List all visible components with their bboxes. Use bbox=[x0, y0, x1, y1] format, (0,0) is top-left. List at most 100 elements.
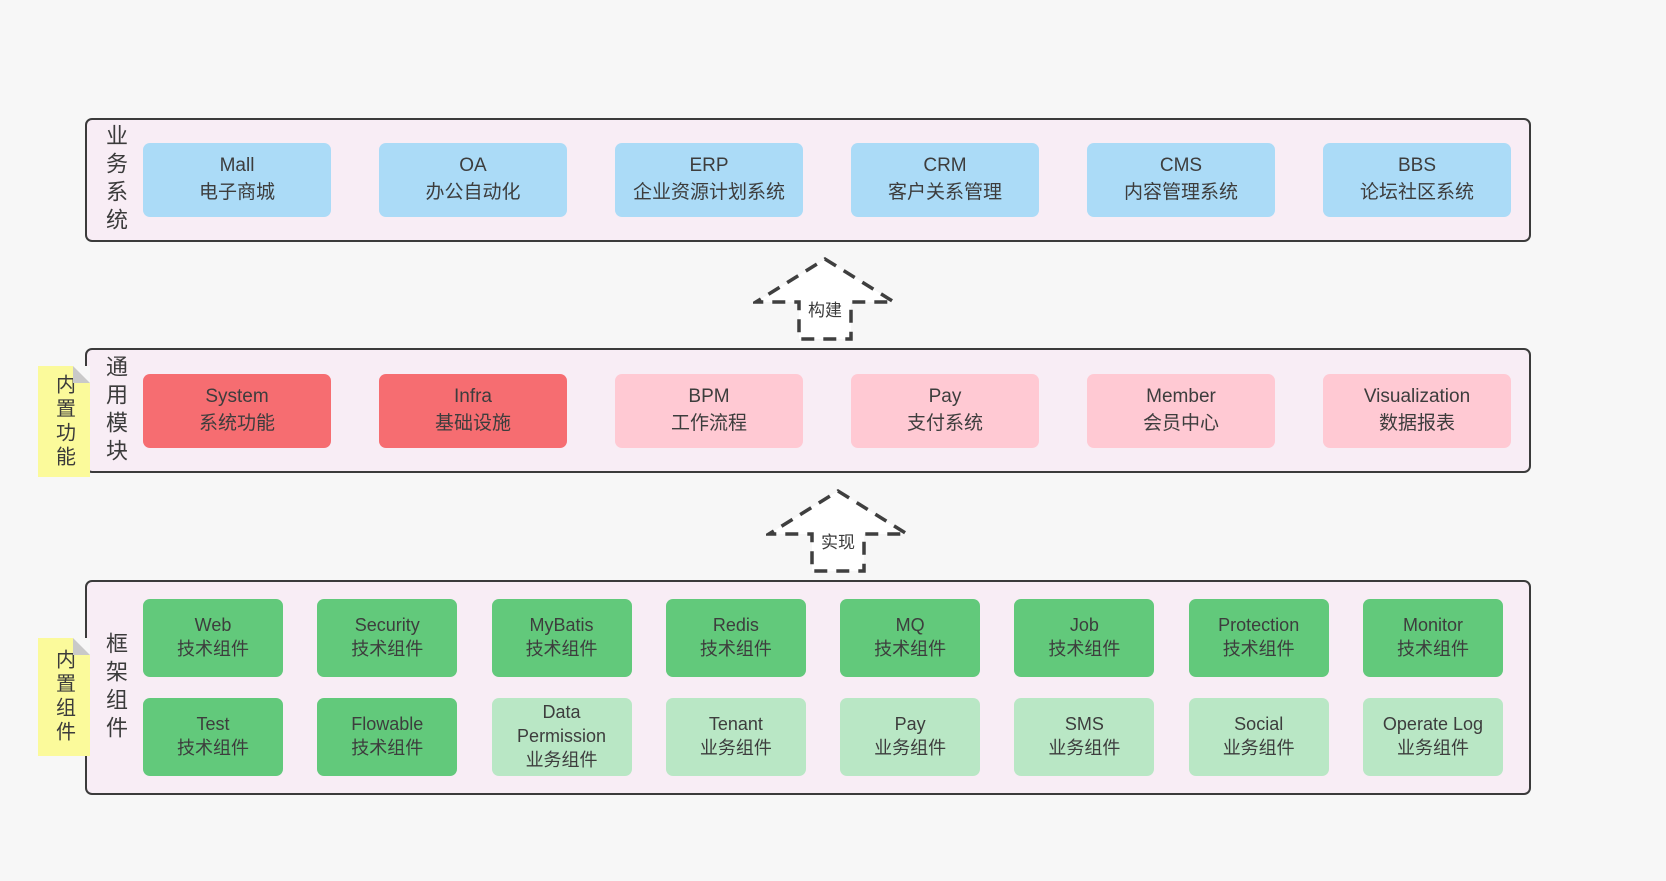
box-title: Infra bbox=[453, 385, 493, 407]
box-subtitle: 客户关系管理 bbox=[887, 182, 1002, 203]
box-protection: Protection 技术组件 bbox=[1188, 599, 1329, 677]
box-subtitle: 技术组件 bbox=[699, 639, 772, 659]
box-title: Visualization bbox=[1363, 385, 1471, 407]
arrow-build: 构建 bbox=[753, 256, 897, 342]
box-security: Security 技术组件 bbox=[317, 599, 458, 677]
band-business-systems: 业务系统 Mall 电子商城 OA 办公自动化 ERP 企业资源计划系统 CRM… bbox=[85, 118, 1531, 242]
box-bbs: BBS 论坛社区系统 bbox=[1323, 143, 1511, 217]
box-subtitle: 论坛社区系统 bbox=[1359, 182, 1474, 203]
box-title: Mall bbox=[219, 155, 255, 177]
box-subtitle: 技术组件 bbox=[525, 639, 598, 659]
box-job: Job 技术组件 bbox=[1014, 599, 1155, 677]
box-subtitle: 技术组件 bbox=[177, 639, 249, 659]
box-title: System bbox=[205, 385, 269, 407]
box-title: ERP bbox=[689, 155, 729, 177]
band-business-systems-label: 业务系统 bbox=[103, 124, 128, 236]
box-web: Web 技术组件 bbox=[143, 599, 283, 677]
framework-components-row-2: Test 技术组件 Flowable 技术组件 Data Permission … bbox=[143, 698, 1503, 776]
band-framework-components-label: 框架组件 bbox=[103, 631, 128, 744]
box-title: Security bbox=[354, 615, 420, 636]
box-subtitle: 业务组件 bbox=[699, 738, 772, 758]
box-cms: CMS 内容管理系统 bbox=[1087, 143, 1275, 217]
box-title: Pay bbox=[894, 714, 926, 735]
box-title: Monitor bbox=[1402, 615, 1463, 636]
box-title: Web bbox=[194, 615, 232, 636]
box-title: Data Permission bbox=[517, 702, 607, 747]
box-oa: OA 办公自动化 bbox=[379, 143, 567, 217]
sticky-label: 内置功能 bbox=[52, 373, 75, 470]
box-subtitle: 业务组件 bbox=[1222, 738, 1295, 758]
box-subtitle: 系统功能 bbox=[198, 412, 275, 434]
box-member: Member 会员中心 bbox=[1087, 373, 1275, 448]
box-monitor: Monitor 技术组件 bbox=[1362, 599, 1503, 677]
box-subtitle: 支付系统 bbox=[906, 412, 983, 434]
box-title: CRM bbox=[923, 155, 967, 177]
box-social: Social 业务组件 bbox=[1188, 698, 1329, 776]
box-title: Social bbox=[1234, 714, 1284, 735]
box-crm: CRM 客户关系管理 bbox=[851, 143, 1039, 217]
business-systems-boxes: Mall 电子商城 OA 办公自动化 ERP 企业资源计划系统 CRM 客户关系… bbox=[143, 120, 1511, 240]
box-subtitle: 技术组件 bbox=[874, 639, 947, 659]
box-mq: MQ 技术组件 bbox=[840, 599, 981, 677]
box-subtitle: 业务组件 bbox=[1048, 738, 1121, 758]
box-subtitle: 办公自动化 bbox=[425, 182, 521, 203]
box-subtitle: 电子商城 bbox=[198, 182, 275, 203]
band-common-modules-label: 通用模块 bbox=[103, 354, 128, 467]
folded-corner-icon bbox=[73, 638, 90, 655]
box-flowable: Flowable 技术组件 bbox=[317, 698, 458, 776]
box-title: MQ bbox=[895, 615, 925, 636]
common-modules-boxes: System 系统功能 Infra 基础设施 BPM 工作流程 Pay 支付系统… bbox=[143, 350, 1511, 471]
box-subtitle: 工作流程 bbox=[670, 412, 747, 434]
band-framework-components: 框架组件 Web 技术组件 Security 技术组件 MyBatis 技术组件… bbox=[85, 580, 1531, 795]
box-mybatis: MyBatis 技术组件 bbox=[491, 599, 632, 677]
arrow-implement: 实现 bbox=[766, 488, 910, 574]
box-subtitle: 数据报表 bbox=[1378, 412, 1455, 434]
box-subtitle: 业务组件 bbox=[874, 738, 947, 758]
box-title: Pay bbox=[928, 385, 962, 407]
framework-components-row-1: Web 技术组件 Security 技术组件 MyBatis 技术组件 Redi… bbox=[143, 599, 1503, 677]
box-subtitle: 技术组件 bbox=[351, 738, 424, 758]
box-pay-module: Pay 支付系统 bbox=[851, 373, 1039, 448]
box-redis: Redis 技术组件 bbox=[665, 599, 806, 677]
box-bpm: BPM 工作流程 bbox=[615, 373, 803, 448]
box-subtitle: 业务组件 bbox=[1396, 738, 1469, 758]
band-common-modules: 通用模块 System 系统功能 Infra 基础设施 BPM 工作流程 Pay… bbox=[85, 348, 1531, 473]
box-title: Member bbox=[1146, 385, 1216, 407]
box-tenant: Tenant 业务组件 bbox=[665, 698, 806, 776]
box-mall: Mall 电子商城 bbox=[143, 143, 331, 217]
box-title: Job bbox=[1069, 615, 1099, 636]
box-title: Test bbox=[196, 714, 230, 735]
box-title: MyBatis bbox=[529, 615, 594, 636]
framework-components-rows: Web 技术组件 Security 技术组件 MyBatis 技术组件 Redi… bbox=[143, 599, 1503, 776]
sticky-builtin-features: 内置功能 bbox=[38, 366, 90, 477]
sticky-label: 内置组件 bbox=[52, 649, 75, 745]
box-visualization: Visualization 数据报表 bbox=[1323, 373, 1511, 448]
box-pay-component: Pay 业务组件 bbox=[840, 698, 981, 776]
folded-corner-icon bbox=[73, 366, 90, 383]
box-subtitle: 业务组件 bbox=[525, 749, 598, 770]
box-title: BBS bbox=[1397, 155, 1437, 177]
box-title: Flowable bbox=[351, 714, 424, 735]
box-title: SMS bbox=[1064, 714, 1104, 735]
box-infra: Infra 基础设施 bbox=[379, 373, 567, 448]
box-system: System 系统功能 bbox=[143, 373, 331, 448]
box-title: Operate Log bbox=[1382, 714, 1483, 735]
box-subtitle: 技术组件 bbox=[1048, 639, 1121, 659]
box-test: Test 技术组件 bbox=[143, 698, 283, 776]
box-title: Redis bbox=[712, 615, 759, 636]
box-operate-log: Operate Log 业务组件 bbox=[1362, 698, 1503, 776]
box-subtitle: 基础设施 bbox=[434, 412, 511, 434]
box-subtitle: 技术组件 bbox=[351, 639, 424, 659]
box-title: CMS bbox=[1159, 155, 1203, 177]
box-subtitle: 内容管理系统 bbox=[1123, 182, 1238, 203]
box-title: BPM bbox=[688, 385, 730, 407]
box-data-permission: Data Permission 业务组件 bbox=[491, 698, 632, 776]
box-subtitle: 技术组件 bbox=[1222, 639, 1295, 659]
arrow-implement-label: 实现 bbox=[818, 528, 858, 553]
box-sms: SMS 业务组件 bbox=[1014, 698, 1155, 776]
box-subtitle: 企业资源计划系统 bbox=[632, 182, 785, 203]
box-subtitle: 会员中心 bbox=[1142, 412, 1219, 434]
box-subtitle: 技术组件 bbox=[177, 738, 249, 758]
box-title: Protection bbox=[1218, 615, 1300, 636]
